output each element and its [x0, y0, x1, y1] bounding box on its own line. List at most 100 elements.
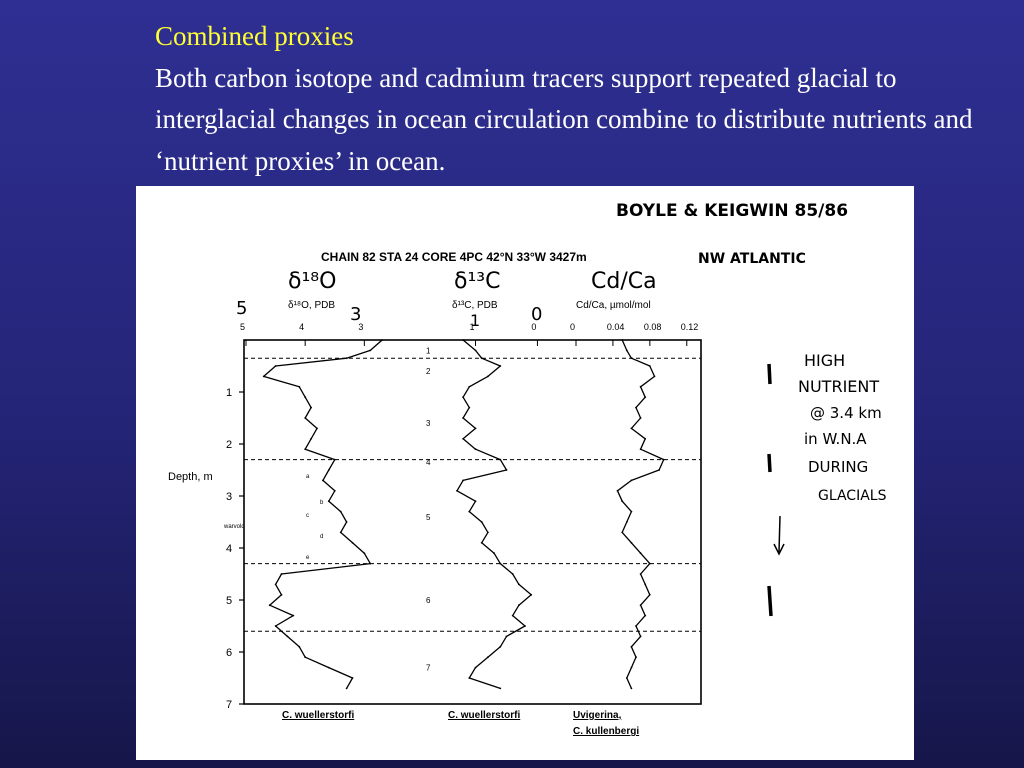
depth-tick-label: 2 — [226, 439, 232, 451]
data-point — [499, 458, 502, 461]
stage-label: 4 — [426, 458, 431, 467]
data-point — [480, 521, 483, 523]
data-point — [327, 666, 330, 669]
note-line: @ 3.4 km — [810, 404, 882, 422]
data-point — [648, 365, 651, 367]
data-point — [487, 656, 489, 659]
taxon-cdca: Uvigerina, — [573, 710, 622, 721]
x-tick-label: 3 — [358, 322, 363, 332]
data-point — [280, 573, 283, 575]
bracket-mark — [767, 585, 773, 617]
data-point — [644, 583, 647, 586]
panel-title-cdca: Cd/Ca — [591, 269, 657, 294]
handwritten-brackets — [767, 363, 785, 617]
marginal-point-label: a — [306, 474, 310, 480]
data-point — [625, 349, 628, 352]
x-tick-label: 0.12 — [681, 322, 699, 332]
data-point — [462, 396, 464, 399]
data-point — [327, 469, 330, 471]
series-line — [263, 339, 383, 689]
figure-region: NW ATLANTIC — [698, 251, 806, 267]
data-point — [493, 552, 495, 555]
data-point — [381, 339, 383, 341]
data-point — [639, 573, 642, 575]
data-point — [630, 510, 633, 513]
data-point — [474, 427, 477, 430]
marginal-point-label: e — [306, 555, 310, 561]
depth-axis-label: Depth, m — [168, 471, 213, 483]
data-point — [345, 687, 348, 690]
stage-label: 3 — [426, 419, 431, 428]
data-point — [639, 552, 642, 555]
figure-citation: BOYLE & KEIGWIN 85/86 — [616, 201, 848, 221]
core-proxy-figure: BOYLE & KEIGWIN 85/86 NW ATLANTIC CHAIN … — [136, 186, 914, 760]
data-point — [322, 479, 324, 482]
chart-frame — [243, 339, 702, 705]
taxon-d18o: C. wuellerstorfi — [282, 710, 354, 721]
data-point — [327, 500, 330, 503]
data-point — [630, 479, 633, 482]
panel-title-d13c: δ¹³C — [454, 269, 500, 294]
data-point — [474, 349, 477, 352]
data-point — [630, 645, 633, 648]
data-point — [292, 614, 295, 617]
data-point — [630, 427, 633, 430]
data-point — [635, 656, 637, 659]
data-point — [644, 396, 647, 399]
note-line: DURING — [808, 458, 868, 476]
data-point — [639, 417, 642, 419]
note-line: GLACIALS — [818, 488, 887, 504]
data-point — [468, 385, 471, 388]
depth-tick-label: 3 — [226, 491, 232, 503]
data-point — [274, 583, 277, 586]
data-point — [635, 625, 637, 627]
depth-tick-label: 4 — [226, 543, 232, 555]
note-line: NUTRIENT — [798, 377, 879, 396]
side-marker: warvold — [223, 524, 245, 530]
bracket-mark — [767, 363, 772, 385]
series-line — [456, 339, 532, 690]
core-header: CHAIN 82 STA 24 CORE 4PC 42°N 33°W 3427m — [321, 250, 587, 264]
data-point — [644, 614, 647, 617]
data-point — [621, 531, 624, 534]
stage-label: 7 — [426, 664, 431, 673]
data-point — [474, 666, 477, 669]
proxy-chart: BOYLE & KEIGWIN 85/86 NW ATLANTIC CHAIN … — [168, 201, 887, 737]
data-point — [648, 562, 651, 565]
data-point — [639, 635, 642, 638]
data-point — [456, 489, 458, 492]
x-tick-label: 5 — [240, 322, 245, 332]
arrow-mark — [778, 515, 781, 553]
data-point — [499, 687, 502, 690]
data-point — [648, 593, 651, 596]
data-point — [524, 625, 526, 627]
hw-scale-d13c-left: 1 — [470, 311, 480, 330]
data-point — [286, 635, 289, 638]
depth-tick-label: 6 — [226, 647, 232, 659]
taxon-d13c: C. wuellerstorfi — [448, 710, 520, 721]
data-point — [351, 677, 354, 679]
slide-body-text: Both carbon isotope and cadmium tracers … — [155, 63, 973, 176]
data-point — [462, 339, 464, 341]
data-point — [333, 489, 336, 492]
data-point — [530, 593, 533, 596]
data-point — [369, 562, 372, 565]
note-line: HIGH — [804, 351, 845, 370]
x-tick-label: 0.04 — [607, 322, 625, 332]
slide-title: Combined proxies — [155, 21, 354, 51]
depth-tick-label: 5 — [226, 595, 232, 607]
taxon-cdca-2: C. kullenbergi — [573, 726, 639, 737]
data-point — [480, 357, 483, 360]
data-point — [518, 604, 520, 607]
marginal-point-label: b — [320, 500, 324, 506]
data-point — [304, 417, 307, 419]
depth-tick-label: 1 — [226, 387, 232, 399]
data-point — [499, 365, 502, 367]
hw-scale-d18o-right: 3 — [350, 304, 361, 325]
data-point — [511, 573, 514, 575]
x-tick-label: 0 — [570, 322, 575, 332]
note-line: in W.N.A — [804, 430, 867, 448]
x-tick-label: 4 — [299, 322, 304, 332]
x-tick-label: 0.08 — [644, 322, 662, 332]
